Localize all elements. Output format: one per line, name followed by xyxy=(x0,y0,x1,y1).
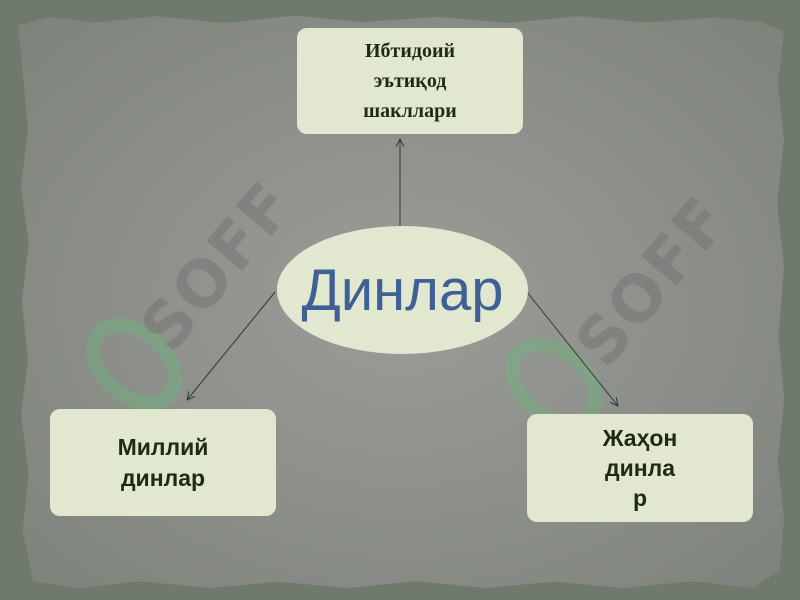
node-national-religions-label: Миллий динлар xyxy=(117,433,209,491)
arrow-to-left xyxy=(187,291,276,400)
node-religions-center: Динлар xyxy=(277,226,528,354)
node-world-religions: Жаҳон динла р xyxy=(527,414,753,522)
arrow-to-right xyxy=(526,291,618,406)
node-world-religions-label: Жаҳон динла р xyxy=(602,425,678,511)
node-religions-center-label: Динлар xyxy=(301,257,504,323)
node-primitive-beliefs-label: Ибтидоий эътиқод шакллари xyxy=(363,40,457,122)
node-national-religions: Миллий динлар xyxy=(50,409,276,516)
node-primitive-beliefs: Ибтидоий эътиқод шакллари xyxy=(297,28,523,134)
